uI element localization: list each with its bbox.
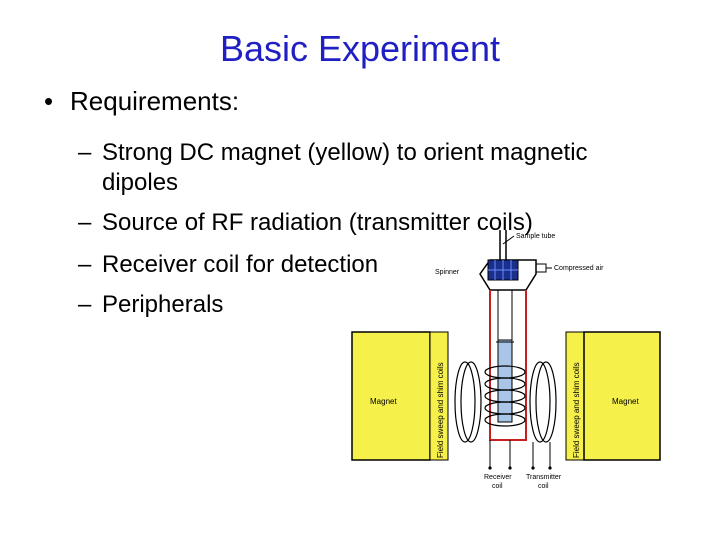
sub-item-text: Source of RF radiation (transmitter coil… [102,209,533,236]
receiver-coil-label: Receiver [484,474,512,481]
slide-title: Basic Experiment [219,28,501,69]
dash-icon: – [78,251,92,278]
spinner-label: Spinner [435,269,460,276]
nmr-diagram: Magnet Field sweep and shim coils Field … [351,230,661,490]
magnet-right-label: Magnet [612,397,639,406]
sub-item-text: Peripherals [102,291,224,318]
dash-icon: – [78,209,92,236]
dash-icon: – [78,291,92,318]
sub-item-text-continued: dipoles [102,169,179,196]
sample-tube-label: Sample tube [516,233,555,240]
shim-coil-left [429,331,449,461]
magnet-left [351,331,431,461]
bullet-label: Requirements: [70,86,240,116]
sub-item-peripherals: –Peripherals [78,290,223,320]
compressed-air-label: Compressed air [554,265,604,272]
rf-probe-frame [489,290,527,441]
transmitter-coil-left [454,361,476,443]
sub-item-magnet: –Strong DC magnet (yellow) to orient mag… [78,138,588,198]
bullet-dot-icon: • [44,86,54,116]
magnet-right [583,331,661,461]
receiver-coil-label-2: coil [492,483,503,490]
shim-coil-right-label: Field sweep and shim coils [572,362,581,458]
sample [497,339,513,423]
sub-item-rf: –Source of RF radiation (transmitter coi… [78,208,533,238]
dash-icon: – [78,139,92,166]
transmitter-coil-label: Transmitter [526,474,562,481]
sub-item-text: Strong DC magnet (yellow) to orient magn… [102,139,588,166]
bullet-item: • Requirements: [44,86,239,117]
sub-item-text: Receiver coil for detection [102,251,379,278]
shim-coil-left-label: Field sweep and shim coils [436,362,445,458]
transmitter-coil-label-2: coil [538,483,549,490]
magnet-left-label: Magnet [370,397,397,406]
sub-item-receiver: –Receiver coil for detection [78,250,378,280]
transmitter-coil-right [529,361,551,443]
